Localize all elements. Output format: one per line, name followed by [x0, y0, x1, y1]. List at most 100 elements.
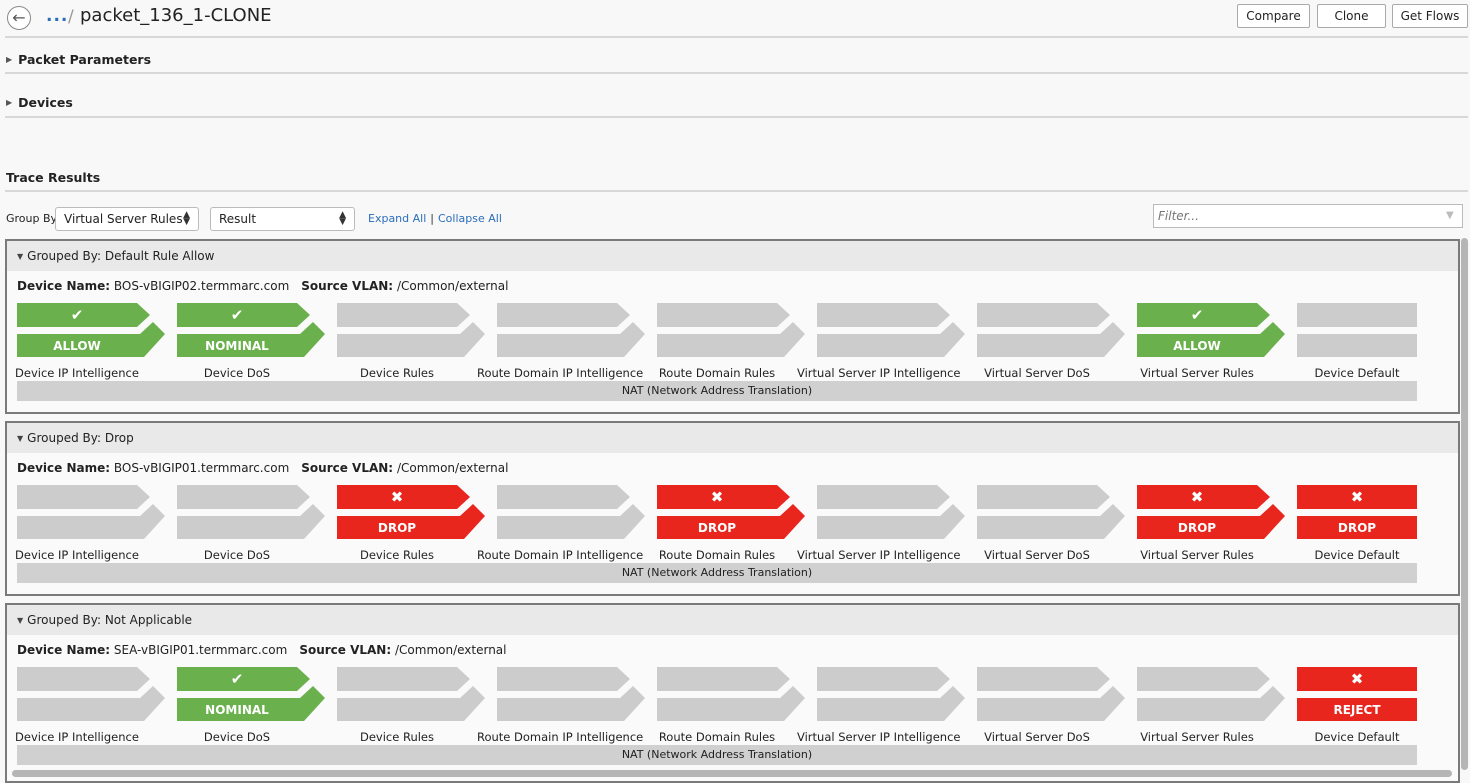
trace-results-title: Trace Results [6, 170, 101, 185]
stage-result: REJECT [1333, 703, 1381, 717]
nat-bar[interactable]: NAT (Network Address Translation) [17, 745, 1417, 765]
filter-funnel-icon[interactable]: ▼ [1446, 210, 1454, 221]
stage-arrow-shape [1297, 485, 1417, 539]
collapse-all-link[interactable]: Collapse All [438, 212, 502, 225]
group-by-select[interactable]: Virtual Server Rules ▲▼ [55, 207, 199, 231]
stage-label: Device IP Intelligence [15, 730, 139, 744]
stage-arrow-shape [497, 303, 645, 357]
source-vlan-label: Source VLAN: [299, 643, 392, 657]
stage-device-rules[interactable]: Device Rules [337, 667, 497, 757]
expand-triangle-icon: ▶ [6, 98, 13, 107]
stage-result: DROP [697, 521, 737, 535]
stage-result: ALLOW [1173, 339, 1221, 353]
stage-virtual-server-dos[interactable]: Virtual Server DoS [977, 667, 1137, 757]
stage-arrow-shape [1137, 303, 1285, 357]
stage-label: Device Default [1314, 548, 1400, 562]
stage-route-domain-rules[interactable]: Route Domain Rules [657, 303, 817, 393]
stage-route-domain-ip-intelligence[interactable]: Route Domain IP Intelligence [477, 485, 657, 575]
check-icon: ✔ [70, 306, 84, 324]
back-arrow-icon[interactable]: ← [7, 6, 31, 30]
stage-device-ip-intelligence[interactable]: Device IP Intelligence [15, 667, 177, 757]
group-header[interactable]: ▼Grouped By: Drop [7, 423, 1458, 453]
device-name-value: BOS-vBIGIP02.termmarc.com [113, 279, 290, 293]
result-select[interactable]: Result ▲▼ [210, 207, 355, 231]
stage-label: Virtual Server IP Intelligence [797, 730, 961, 744]
stage-device-ip-intelligence[interactable]: Device IP Intelligence [15, 485, 177, 575]
horizontal-scrollbar[interactable] [12, 770, 1452, 777]
stage-label: Virtual Server Rules [1140, 730, 1254, 744]
stage-route-domain-ip-intelligence[interactable]: Route Domain IP Intelligence [477, 303, 657, 393]
collapse-triangle-icon: ▼ [17, 251, 24, 261]
expand-all-link[interactable]: Expand All [368, 212, 427, 225]
expand-collapse-links: Expand All|Collapse All [368, 212, 502, 225]
stage-arrow-shape [977, 485, 1125, 539]
clone-button[interactable]: Clone [1317, 4, 1386, 28]
stage-device-dos[interactable]: Device DoS [177, 485, 337, 575]
breadcrumb-ellipsis[interactable]: ... [46, 6, 69, 26]
stage-virtual-server-dos[interactable]: Virtual Server DoS [977, 303, 1137, 393]
stage-virtual-server-ip-intelligence[interactable]: Virtual Server IP Intelligence [797, 667, 977, 757]
stage-label: Route Domain IP Intelligence [477, 548, 644, 562]
x-icon: ✖ [1190, 488, 1204, 506]
stage-arrow-shape [17, 485, 165, 539]
stage-virtual-server-dos[interactable]: Virtual Server DoS [977, 485, 1137, 575]
stage-route-domain-rules[interactable]: Route Domain Rules [657, 667, 817, 757]
group-by-value: Virtual Server Rules [64, 212, 183, 226]
group-header[interactable]: ▼Grouped By: Default Rule Allow [7, 241, 1458, 271]
stage-virtual-server-rules[interactable]: Virtual Server Rules [1137, 667, 1297, 757]
select-caret-icon: ▲▼ [183, 209, 190, 227]
stage-virtual-server-ip-intelligence[interactable]: Virtual Server IP Intelligence [797, 303, 977, 393]
stage-label: Virtual Server DoS [984, 548, 1090, 562]
stage-device-rules[interactable]: Device Rules [337, 303, 497, 393]
stage-arrow-shape [1137, 485, 1285, 539]
source-vlan-label: Source VLAN: [301, 279, 394, 293]
nat-bar[interactable]: NAT (Network Address Translation) [17, 563, 1417, 583]
group-header[interactable]: ▼Grouped By: Not Applicable [7, 605, 1458, 635]
stage-virtual-server-ip-intelligence[interactable]: Virtual Server IP Intelligence [797, 485, 977, 575]
x-icon: ✖ [1350, 670, 1364, 688]
get-flows-button[interactable]: Get Flows [1392, 4, 1468, 28]
stage-device-default[interactable]: Device Default [1297, 303, 1457, 393]
vertical-scrollbar[interactable] [1461, 238, 1468, 770]
stage-label: Device Rules [359, 366, 434, 380]
nat-bar[interactable]: NAT (Network Address Translation) [17, 381, 1417, 401]
stage-arrow-shape [977, 303, 1125, 357]
stage-arrow-shape [657, 303, 805, 357]
select-caret-icon: ▲▼ [339, 209, 346, 227]
check-icon: ✔ [1190, 306, 1204, 324]
filter-input[interactable]: Filter... ▼ [1153, 204, 1463, 228]
stage-label: Device DoS [203, 366, 271, 380]
expand-triangle-icon: ▶ [6, 55, 13, 64]
stage-arrow-shape [657, 667, 805, 721]
stage-route-domain-ip-intelligence[interactable]: Route Domain IP Intelligence [477, 667, 657, 757]
stage-arrow-shape [817, 303, 965, 357]
packet-parameters-toggle[interactable]: ▶ Packet Parameters [6, 52, 151, 67]
devices-label: Devices [18, 95, 73, 110]
stage-arrow-shape [177, 667, 325, 721]
stage-label: Device Rules [359, 548, 434, 562]
source-vlan-value: /Common/external [396, 279, 509, 293]
stage-label: Virtual Server DoS [984, 366, 1090, 380]
filter-placeholder: Filter... [1158, 209, 1199, 223]
group-by-label: Group By [6, 212, 58, 225]
stage-label: Device Rules [359, 730, 434, 744]
devices-toggle[interactable]: ▶ Devices [6, 95, 73, 110]
stage-label: Route Domain Rules [658, 730, 776, 744]
stage-label: Device IP Intelligence [15, 366, 139, 380]
compare-button[interactable]: Compare [1237, 4, 1310, 28]
result-value: Result [219, 212, 257, 226]
stage-arrow-shape [497, 667, 645, 721]
source-vlan-value: /Common/external [394, 643, 507, 657]
